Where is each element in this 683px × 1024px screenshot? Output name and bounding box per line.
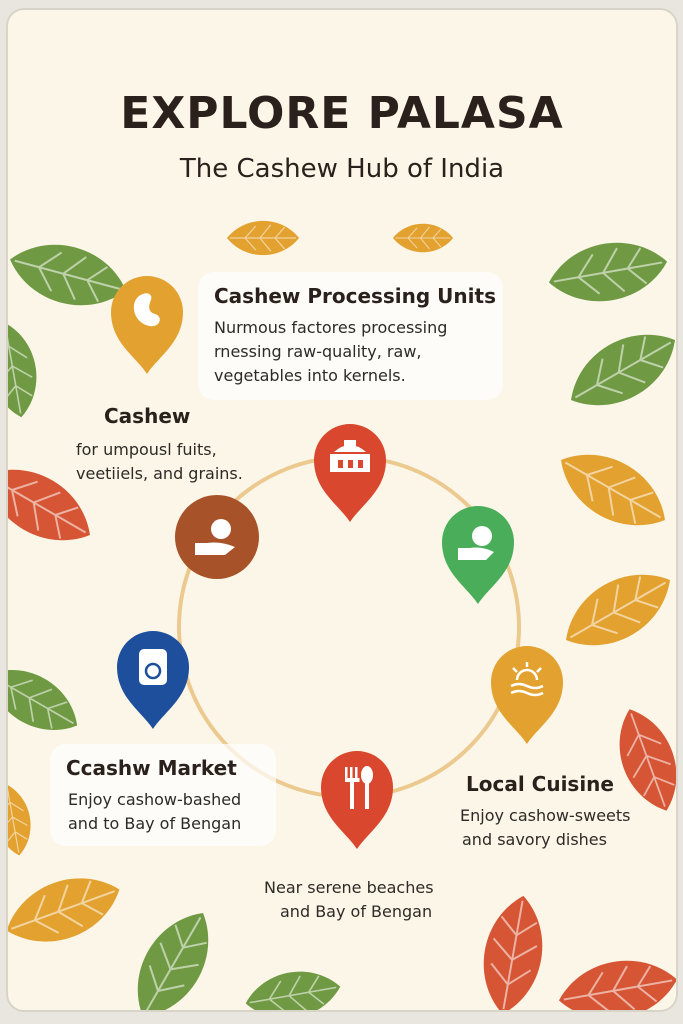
pin-beach[interactable]	[491, 646, 563, 744]
section-title: Ccashw Market	[66, 756, 237, 780]
section-title: Cashew Processing Units	[214, 284, 496, 308]
map-pins	[111, 276, 563, 849]
hand-apple-icon	[195, 519, 235, 555]
pin-cuisine[interactable]	[321, 751, 393, 849]
sun-waves-icon	[510, 662, 544, 697]
section-title: Cashew	[104, 404, 191, 428]
section-line: Enjoy cashow-bashed	[68, 790, 242, 809]
pin-hand-apple[interactable]	[175, 495, 259, 579]
infographic-card: EXPLORE PALASA The Cashew Hub of India C…	[6, 8, 678, 1012]
section-line: rnessing raw-quality, raw,	[214, 342, 422, 361]
page-title: EXPLORE PALASA	[120, 88, 564, 139]
pin-hand-fruit[interactable]	[442, 506, 514, 604]
section-line: and savory dishes	[462, 830, 607, 849]
section-line: Nurmous factores processing	[214, 318, 448, 337]
section-line: vegetables into kernels.	[214, 366, 406, 385]
hand-fruit-icon	[458, 526, 494, 560]
pin-temple[interactable]	[314, 424, 386, 522]
pin-market[interactable]	[117, 631, 189, 729]
section-line: and Bay of Bengan	[280, 902, 433, 921]
section-line: veetiiels, and grains.	[76, 464, 243, 483]
page-subtitle: The Cashew Hub of India	[179, 154, 505, 184]
jar-icon	[139, 649, 167, 685]
processing-units-card: Cashew Processing Units Nurmous factores…	[198, 272, 503, 400]
section-line: Enjoy cashow-sweets	[460, 806, 631, 825]
cutlery-icon	[345, 766, 373, 809]
pin-cashew-processing[interactable]	[111, 276, 183, 374]
section-title: Local Cuisine	[466, 772, 614, 796]
temple-icon	[330, 440, 370, 472]
cashew-icon	[133, 293, 160, 327]
section-line: and to Bay of Bengan	[68, 814, 242, 833]
market-card: Ccashw Market Enjoy cashow-bashed and to…	[50, 744, 276, 846]
section-line: for umpousl fuits,	[76, 440, 217, 459]
section-line: Near serene beaches	[264, 878, 434, 897]
